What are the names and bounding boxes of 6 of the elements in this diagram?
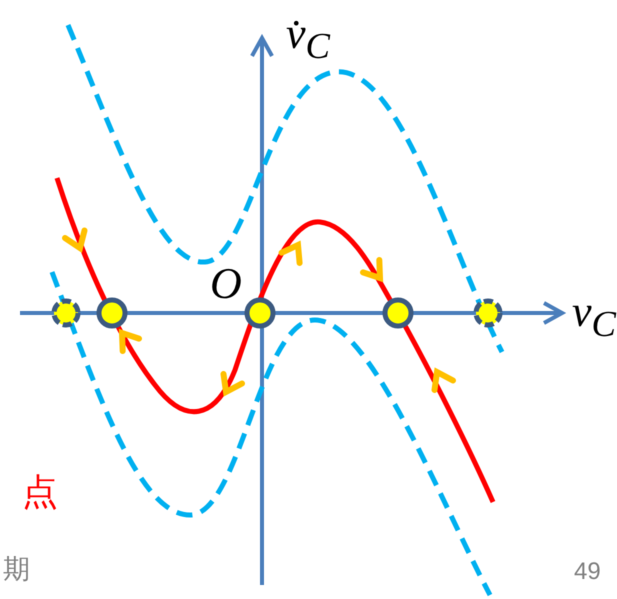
annotation-text: 点 bbox=[22, 475, 58, 511]
footer-text: 期 bbox=[3, 556, 30, 583]
page-number: 49 bbox=[574, 560, 601, 584]
axis-label: v̇$_{C}$ bbox=[286, 12, 330, 64]
origin-label: O bbox=[210, 262, 242, 306]
axis-label: v$_{C}$ bbox=[572, 290, 616, 342]
